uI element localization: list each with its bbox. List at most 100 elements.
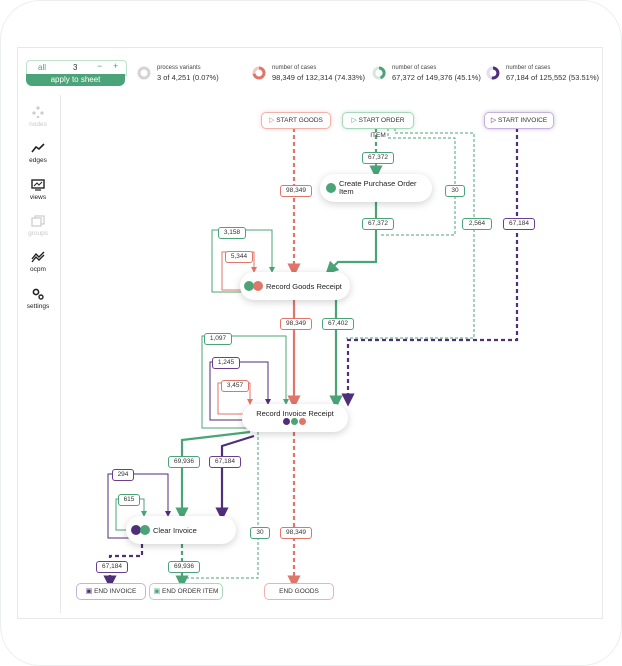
node-label: Record Goods Receipt bbox=[266, 282, 342, 291]
edge-loop-3158 bbox=[211, 229, 275, 293]
play-icon: ▷ bbox=[351, 117, 357, 124]
stop-icon: ▣ bbox=[153, 588, 161, 595]
sidebar-label: edges bbox=[29, 157, 47, 164]
stat-value: 98,349 of 132,314 (74.33%) bbox=[272, 73, 365, 82]
tag-label: START ORDER ITEM bbox=[358, 117, 405, 139]
ocpm-icon bbox=[31, 251, 45, 263]
edge-label: 2,564 bbox=[462, 218, 492, 230]
stat-label: number of cases bbox=[506, 65, 551, 71]
sidebar-item-nodes[interactable]: nodes bbox=[18, 106, 58, 128]
order-item-dot bbox=[326, 183, 336, 193]
sidebar-label: groups bbox=[28, 230, 48, 237]
node-label: Clear Invoice bbox=[153, 526, 197, 535]
start-invoice-tag[interactable]: ▷ START INVOICE bbox=[484, 112, 554, 129]
order-item-dot bbox=[244, 281, 254, 291]
sidebar-item-edges[interactable]: edges bbox=[18, 142, 58, 164]
nodes-icon bbox=[32, 106, 44, 118]
stop-icon: ▣ bbox=[85, 588, 93, 595]
stat-value: 67,372 of 149,376 (45.1%) bbox=[392, 73, 481, 82]
views-icon bbox=[31, 179, 45, 191]
edge-loop-5344 bbox=[221, 251, 258, 291]
edge-label: 67,372 bbox=[362, 152, 394, 164]
start-goods-tag[interactable]: ▷ START GOODS bbox=[261, 112, 331, 129]
edges-icon bbox=[31, 143, 45, 153]
edge-invoice-to-clear-purple bbox=[215, 434, 255, 521]
variant-control: all 3 − + apply to sheet bbox=[26, 60, 127, 86]
tag-label: END ORDER ITEM bbox=[162, 588, 219, 595]
stat-variants: process variants 3 of 4,251 (0.07%) bbox=[157, 64, 219, 82]
node-create-purchase-order-item[interactable]: Create Purchase Order Item bbox=[320, 174, 432, 202]
edge-label: 1,245 bbox=[212, 357, 240, 369]
process-map-panel bbox=[17, 47, 603, 619]
end-order-item-tag[interactable]: ▣ END ORDER ITEM bbox=[149, 583, 223, 600]
stat-value: 3 of 4,251 (0.07%) bbox=[157, 73, 219, 82]
sidebar-divider bbox=[60, 95, 61, 613]
edge-start-order-to-end-thin bbox=[380, 128, 456, 236]
start-order-item-tag[interactable]: ▷ START ORDER ITEM bbox=[342, 112, 414, 139]
stat-value: 67,184 of 125,552 (53.51%) bbox=[506, 73, 599, 82]
edge-label: 69,936 bbox=[168, 561, 200, 573]
invoice-dot bbox=[131, 525, 141, 535]
goods-cases-ring-icon bbox=[252, 66, 266, 80]
all-toggle[interactable]: all bbox=[38, 63, 47, 72]
edge-label: 30 bbox=[250, 527, 270, 539]
node-clear-invoice[interactable]: Clear Invoice bbox=[126, 516, 236, 544]
end-invoice-tag[interactable]: ▣ END INVOICE bbox=[76, 583, 146, 600]
sidebar-item-ocpm[interactable]: ocpm bbox=[18, 251, 58, 273]
sidebar-item-groups[interactable]: groups bbox=[18, 215, 58, 237]
edge-label: 67,184 bbox=[209, 456, 241, 468]
minus-button[interactable]: − bbox=[97, 61, 103, 71]
stat-label: number of cases bbox=[392, 65, 437, 71]
variants-ring-icon bbox=[137, 66, 151, 80]
order-item-dot bbox=[291, 418, 298, 425]
edge-label: 69,936 bbox=[168, 456, 200, 468]
sidebar-label: ocpm bbox=[30, 266, 46, 273]
play-icon: ▷ bbox=[490, 117, 497, 124]
edge-label: 30 bbox=[445, 185, 465, 197]
sidebar-item-settings[interactable]: settings bbox=[18, 288, 58, 310]
apply-to-sheet-button[interactable]: apply to sheet bbox=[26, 74, 125, 86]
edge-create-po-to-goods-receipt bbox=[325, 202, 378, 275]
stat-order-item-cases: number of cases 67,372 of 149,376 (45.1%… bbox=[392, 64, 481, 82]
tag-label: END INVOICE bbox=[94, 588, 137, 595]
sidebar-item-views[interactable]: views bbox=[18, 179, 58, 201]
node-record-invoice-receipt[interactable]: Record Invoice Receipt bbox=[242, 404, 348, 432]
node-record-goods-receipt[interactable]: Record Goods Receipt bbox=[240, 272, 350, 300]
variant-count: 3 bbox=[73, 63, 78, 72]
goods-dot bbox=[253, 281, 263, 291]
stat-goods-cases: number of cases 98,349 of 132,314 (74.33… bbox=[272, 64, 365, 82]
edge-loop-1097 bbox=[201, 335, 289, 429]
edge-label: 1,097 bbox=[204, 333, 232, 345]
plus-button[interactable]: + bbox=[113, 61, 119, 71]
edge-label: 5,344 bbox=[225, 251, 253, 263]
stat-label: process variants bbox=[157, 65, 201, 71]
edge-label: 3,158 bbox=[218, 227, 246, 239]
sidebar-label: nodes bbox=[29, 121, 47, 128]
end-goods-tag[interactable]: END GOODS bbox=[264, 583, 334, 600]
edge-label: 67,402 bbox=[322, 318, 354, 330]
edge-start-order-to-invoice-thin bbox=[346, 128, 475, 339]
stat-label: number of cases bbox=[272, 65, 317, 71]
invoice-cases-ring-icon bbox=[486, 66, 500, 80]
edge-loop-3457 bbox=[217, 382, 256, 415]
edge-start-invoice-to-invoice-receipt bbox=[341, 128, 519, 407]
edge-label: 98,349 bbox=[280, 527, 312, 539]
edge-label: 67,184 bbox=[503, 218, 535, 230]
node-label: Record Invoice Receipt bbox=[256, 409, 334, 418]
play-icon: ▷ bbox=[269, 117, 275, 124]
node-label: Create Purchase Order Item bbox=[339, 179, 417, 196]
edge-label: 67,372 bbox=[362, 218, 394, 230]
edge-label: 3,457 bbox=[221, 380, 249, 392]
order-item-dot bbox=[140, 525, 150, 535]
tag-label: START INVOICE bbox=[498, 117, 548, 124]
edge-label: 67,184 bbox=[96, 561, 128, 573]
order-item-cases-ring-icon bbox=[372, 66, 386, 80]
edge-loop-615 bbox=[115, 498, 147, 531]
settings-icon bbox=[32, 288, 44, 300]
invoice-dot bbox=[283, 418, 290, 425]
edge-loop-1245 bbox=[209, 361, 271, 421]
goods-dot bbox=[299, 418, 306, 425]
edge-loop-294 bbox=[107, 473, 171, 539]
sidebar-label: views bbox=[29, 194, 47, 201]
